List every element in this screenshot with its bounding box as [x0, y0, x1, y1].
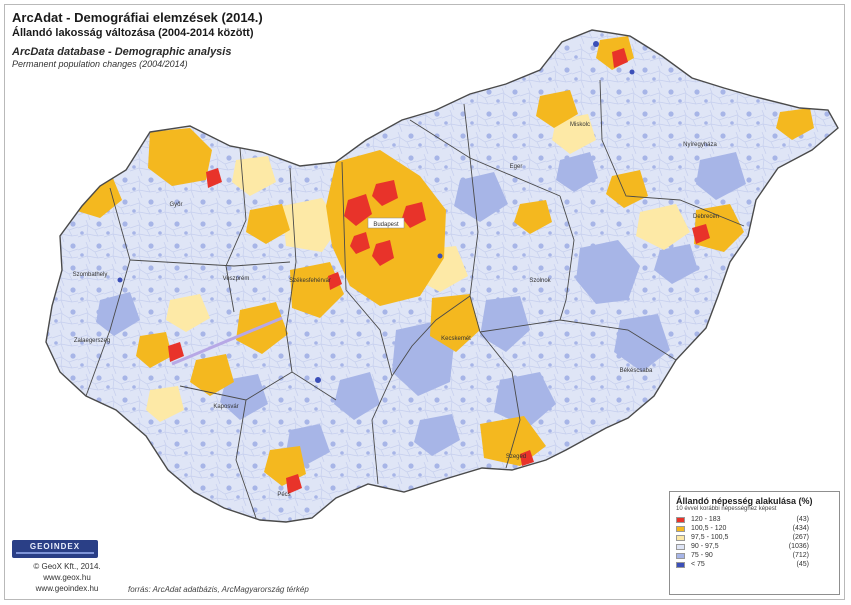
capital-label-box — [367, 217, 405, 229]
website-link-geoindex[interactable]: www.geoindex.hu — [35, 584, 99, 593]
city-label-zalaegerszeg: Zalaegerszeg — [74, 338, 110, 344]
city-labels: Budapest Debrecen Miskolc Győr Kecskemét… — [73, 122, 719, 498]
legend-count: (434) — [792, 525, 809, 532]
city-label-kecskemet: Kecskemét — [441, 336, 471, 342]
lake-balaton — [171, 316, 283, 366]
city-label-pecs: Pécs — [277, 492, 290, 498]
city-label-eger: Eger — [510, 164, 523, 170]
legend-item: 97,5 - 100,5 (267) — [676, 533, 833, 542]
map-subtitle-english: Permanent population changes (2004/2014) — [12, 59, 188, 69]
decline-points — [117, 41, 635, 383]
legend-swatch — [676, 561, 685, 568]
source-note: forrás: ArcAdat adatbázis, ArcMagyarorsz… — [128, 585, 309, 594]
legend-item: 120 - 183 (43) — [676, 515, 833, 524]
city-label-nyiregyhaza: Nyíregyháza — [683, 142, 717, 148]
city-label-gyor: Győr — [169, 202, 182, 208]
legend-count: (1036) — [788, 543, 809, 550]
legend-count: (45) — [796, 561, 809, 568]
city-label-szeged: Szeged — [506, 454, 526, 460]
map-title: ArcAdat - Demográfiai elemzések (2014.) — [12, 10, 263, 25]
map-legend: Állandó népesség alakulása (%) 10 évvel … — [669, 491, 840, 595]
legend-title: Állandó népesség alakulása (%) — [676, 496, 813, 506]
website-link-geox[interactable]: www.geox.hu — [43, 573, 91, 582]
geoindex-logo: GEOINDEX — [12, 540, 98, 558]
legend-range: 120 - 183 — [691, 516, 721, 523]
legend-swatch — [676, 543, 685, 550]
legend-range: 100,5 - 120 — [691, 525, 727, 532]
title-block: ArcAdat - Demográfiai elemzések (2014.) … — [12, 10, 332, 70]
legend-swatch — [676, 525, 685, 532]
legend-range: 90 - 97,5 — [691, 543, 719, 550]
legend-item: 100,5 - 120 (434) — [676, 524, 833, 533]
legend-swatch — [676, 534, 685, 541]
map-fill-group — [46, 30, 838, 522]
legend-swatch — [676, 516, 685, 523]
legend-item: 90 - 97,5 (1036) — [676, 542, 833, 551]
city-label-szombathely: Szombathely — [73, 272, 108, 278]
logo-text: GEOINDEX — [29, 542, 81, 551]
city-label-debrecen: Debrecen — [693, 214, 719, 220]
legend-item: 75 - 90 (712) — [676, 551, 833, 560]
city-label-miskolc: Miskolc — [570, 122, 590, 128]
city-label-bekescsaba: Békéscsaba — [620, 368, 653, 374]
legend-item: < 75 (45) — [676, 560, 833, 569]
legend-range: 97,5 - 100,5 — [691, 534, 729, 541]
legend-count: (712) — [792, 552, 809, 559]
legend-range: < 75 — [691, 561, 705, 568]
high-growth-areas — [168, 48, 710, 494]
logo-bar — [16, 552, 94, 554]
legend-subtitle: 10 évvel korábbi népességhez képest — [676, 506, 777, 512]
map-subtitle: Állandó lakosság változása (2004-2014 kö… — [12, 27, 254, 39]
city-label-szekesfehervar: Székesfehérvár — [289, 278, 331, 284]
legend-count: (267) — [792, 534, 809, 541]
city-label-szolnok: Szolnok — [529, 278, 551, 284]
map-title-english: ArcData database - Demographic analysis — [12, 46, 232, 58]
copyright-text: © GeoX Kft., 2014. — [33, 562, 101, 571]
country-outline — [45, 29, 839, 523]
legend-count: (43) — [796, 516, 809, 523]
city-label-budapest: Budapest — [373, 222, 399, 228]
legend-swatch — [676, 552, 685, 559]
legend-range: 75 - 90 — [691, 552, 713, 559]
county-borders — [85, 79, 745, 519]
city-label-veszprem: Veszprém — [223, 276, 250, 282]
city-label-kaposvar: Kaposvár — [213, 404, 238, 410]
